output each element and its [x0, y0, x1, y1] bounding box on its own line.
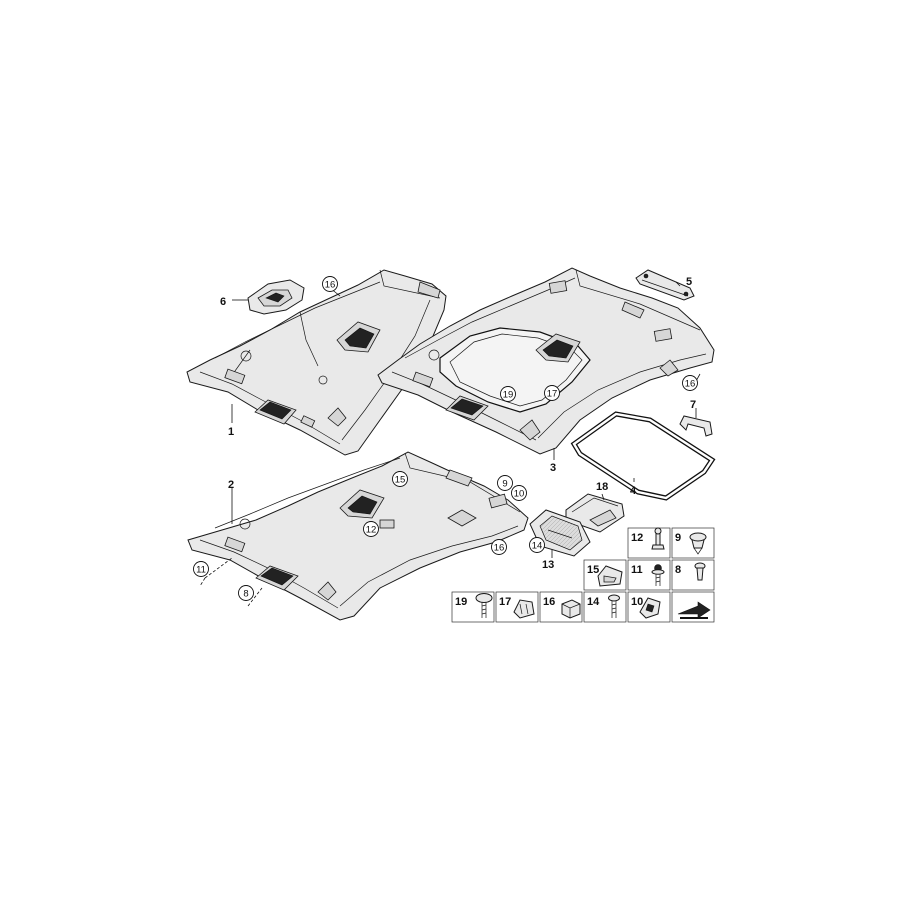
- parts-table: 12 9 15 11 8 19 17 16 14 10: [451, 527, 715, 623]
- table-label-15: 15: [587, 564, 599, 576]
- part-4-sunroof-seal: [570, 411, 716, 501]
- callout-16-top: 16: [325, 280, 336, 291]
- headliner-part-3: [377, 267, 715, 455]
- table-label-19: 19: [455, 596, 467, 608]
- clip-10-drawing: [639, 597, 661, 619]
- callout-12: 12: [366, 525, 377, 536]
- table-label-16: 16: [543, 596, 555, 608]
- bracket-15-drawing: [597, 565, 623, 587]
- callout-16-bottom: 16: [494, 543, 505, 554]
- callout-labels: 1 2 3 4 5 6 7 13 18: [220, 276, 696, 571]
- rivet-12-drawing: [651, 527, 665, 550]
- part-6-shell: [247, 279, 305, 315]
- clip-9-drawing: [689, 532, 707, 555]
- callout-16-right: 16: [685, 379, 696, 390]
- callout-3: 3: [550, 462, 556, 474]
- callout-5: 5: [686, 276, 692, 288]
- table-label-17: 17: [499, 596, 511, 608]
- clip-17-drawing: [513, 599, 535, 619]
- table-label-8: 8: [675, 564, 681, 576]
- table-label-9: 9: [675, 532, 681, 544]
- callout-11: 11: [196, 565, 206, 576]
- headliner-part-1: [186, 269, 447, 456]
- screw-14-drawing: [608, 594, 620, 618]
- callout-4: 4: [630, 485, 637, 497]
- callout-1: 1: [228, 426, 234, 438]
- part-5-grab-handle: [635, 269, 695, 301]
- callout-2: 2: [228, 479, 234, 491]
- part-7-bracket: [679, 415, 713, 437]
- table-label-14: 14: [587, 596, 600, 608]
- callout-10: 10: [514, 489, 525, 500]
- callout-6: 6: [220, 296, 226, 308]
- table-label-10: 10: [631, 596, 643, 608]
- callout-7: 7: [690, 399, 696, 411]
- callout-18: 18: [596, 481, 608, 493]
- pad-16-drawing: [561, 599, 581, 619]
- callout-9: 9: [502, 479, 507, 490]
- table-label-11: 11: [631, 564, 643, 576]
- circled-callouts: 16 16 16 19 17 15 12 9 10 11 8 14: [193, 276, 698, 601]
- arrow-tape-icon: [677, 601, 711, 619]
- clip-8-drawing: [694, 562, 706, 581]
- callout-14: 14: [532, 541, 543, 552]
- screw-19-drawing: [475, 593, 493, 618]
- callout-17: 17: [547, 389, 558, 400]
- callout-8: 8: [243, 589, 248, 600]
- callout-19: 19: [503, 390, 514, 401]
- callout-13: 13: [542, 559, 554, 571]
- leader-lines: [199, 281, 701, 607]
- headliner-part-2: [187, 451, 529, 621]
- bolt-11-drawing: [651, 564, 665, 586]
- part-13-console: [529, 509, 591, 557]
- callout-15: 15: [395, 475, 406, 486]
- table-label-12: 12: [631, 532, 643, 544]
